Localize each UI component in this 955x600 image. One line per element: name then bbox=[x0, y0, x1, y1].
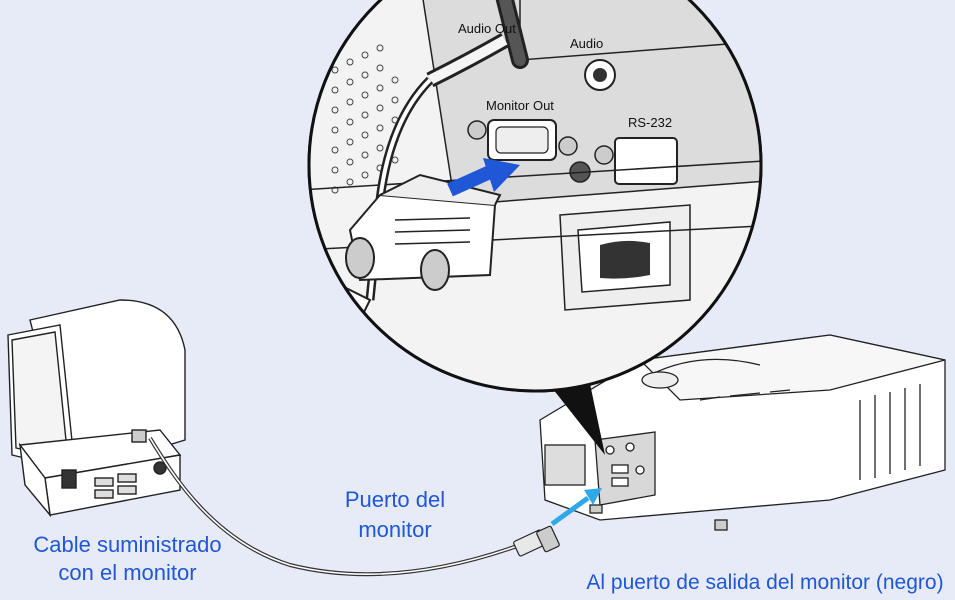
port-label-line2: monitor bbox=[358, 517, 432, 542]
audio-in-label: Audio bbox=[570, 36, 603, 51]
zoom-detail: Audio Out Audio Monitor Out RS-232 bbox=[307, 0, 763, 393]
rs232-label: RS-232 bbox=[628, 115, 672, 130]
projector-illustration bbox=[539, 334, 946, 531]
monitor-out-label: Monitor Out bbox=[486, 98, 554, 113]
cable-label-line1: Cable suministrado bbox=[33, 532, 222, 557]
cable-connector-small bbox=[513, 525, 560, 557]
port-label: Puerto del monitor bbox=[335, 487, 455, 543]
monitor-illustration bbox=[7, 299, 186, 518]
port-label-line1: Puerto del bbox=[344, 487, 446, 512]
cable-label: Cable suministrado con el monitor bbox=[0, 532, 255, 586]
connection-arrow bbox=[550, 488, 602, 527]
output-port-label: Al puerto de salida del monitor (negro) bbox=[586, 571, 944, 594]
audio-out-label: Audio Out bbox=[458, 21, 516, 36]
cable-label-line2: con el monitor bbox=[58, 560, 197, 585]
